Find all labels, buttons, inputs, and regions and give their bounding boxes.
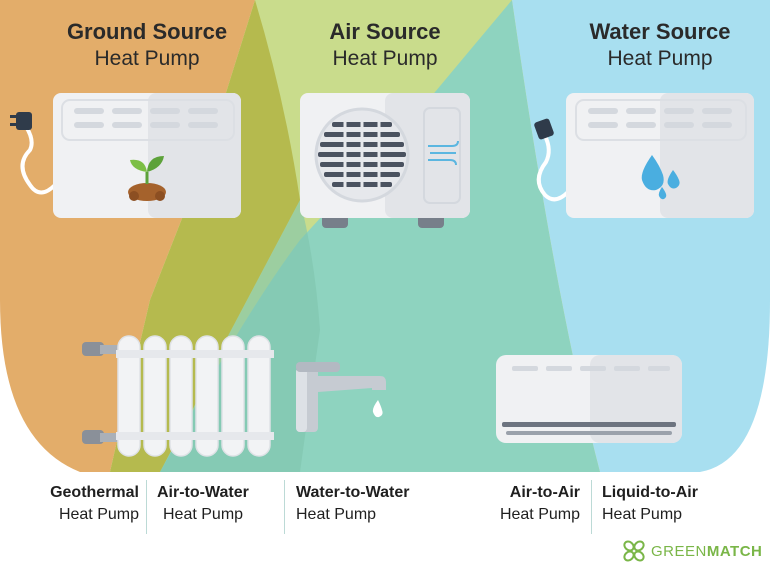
caption-air-to-water-subtitle: Heat Pump [163,506,244,523]
ground-source-heading: Ground Source Heat Pump [37,18,257,72]
caption-liquid-to-air-title: Liquid-to-Air [602,484,698,501]
caption-water-to-water: Water-to-Water Heat Pump [296,482,446,526]
caption-water-to-water-subtitle: Heat Pump [296,506,377,523]
caption-air-to-water-title: Air-to-Water [157,484,249,501]
logo-text-match: MATCH [706,542,763,560]
water-source-subtitle: Heat Pump [607,47,713,70]
caption-water-to-water-title: Water-to-Water [296,484,410,501]
caption-liquid-to-air-subtitle: Heat Pump [602,506,683,523]
caption-divider [284,480,285,534]
water-source-heading: Water Source Heat Pump [550,18,770,72]
ground-source-subtitle: Heat Pump [94,47,200,70]
sprout-icon [128,156,166,201]
water-drops-icon [641,155,680,200]
faucet-icon [296,362,386,432]
ground-source-title: Ground Source [66,19,228,44]
caption-liquid-to-air: Liquid-to-Air Heat Pump [602,482,742,526]
air-source-unit [300,93,470,228]
greenmatch-logo: GREEN MATCH [622,540,762,562]
caption-air-to-air-subtitle: Heat Pump [499,506,580,523]
caption-air-to-water: Air-to-Water Heat Pump [157,482,277,526]
water-source-unit [534,93,754,218]
caption-air-to-air: Air-to-Air Heat Pump [470,482,580,526]
ground-source-unit [10,93,241,218]
caption-geothermal: Geothermal Heat Pump [24,482,139,526]
caption-divider [591,480,592,534]
caption-geothermal-title: Geothermal [50,484,139,501]
clover-icon [623,540,645,562]
wind-icon [428,140,459,166]
power-plug-icon [20,123,57,195]
air-source-title: Air Source [329,19,441,44]
caption-geothermal-subtitle: Heat Pump [58,506,139,523]
plug-body [16,112,32,130]
power-plug-icon-2 [536,135,570,202]
radiator-icon [82,335,274,457]
logo-text-green: GREEN [651,542,707,560]
water-source-title: Water Source [589,19,731,44]
air-source-heading: Air Source Heat Pump [275,18,495,72]
split-ac-unit [496,355,682,443]
air-source-subtitle: Heat Pump [332,47,438,70]
caption-divider [146,480,147,534]
caption-air-to-air-title: Air-to-Air [509,484,580,501]
